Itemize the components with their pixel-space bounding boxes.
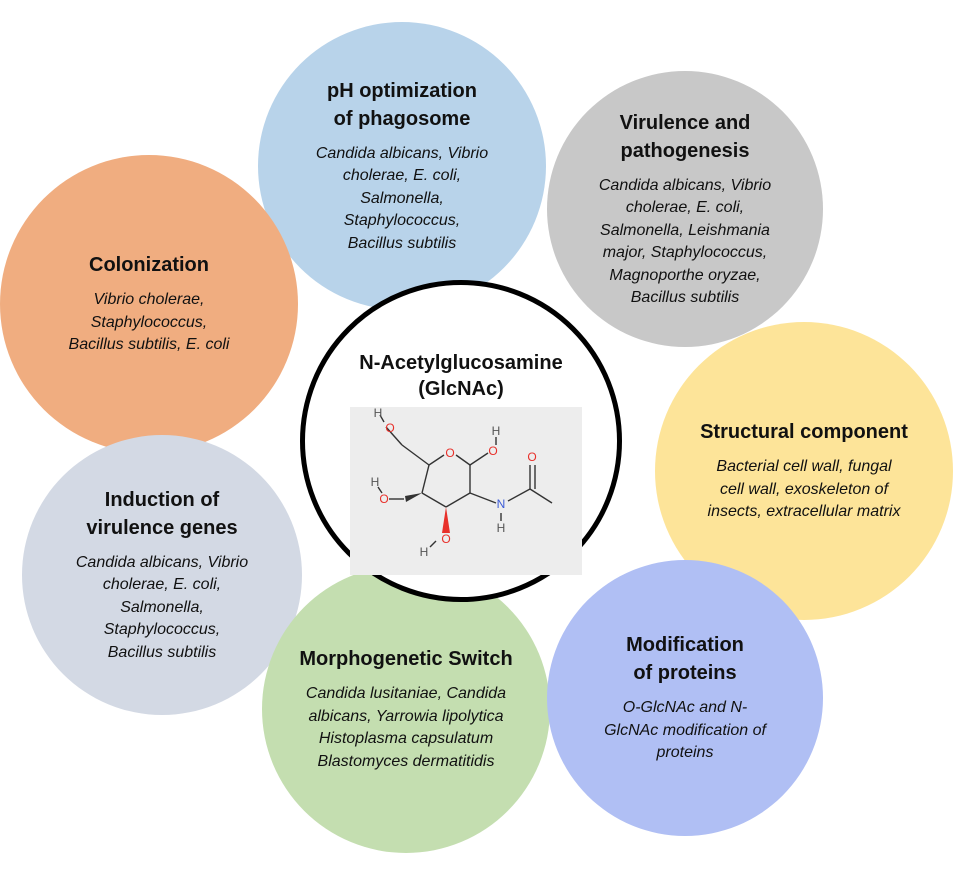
- atom-label-h: H: [497, 521, 506, 535]
- circle-modification-proteins: Modification of proteins O-GlcNAc and N-…: [547, 560, 823, 836]
- atom-label-o: O: [385, 421, 394, 435]
- circle-title: Structural component: [700, 421, 908, 444]
- atom-label-o: O: [441, 532, 450, 546]
- wedge-bond: [405, 493, 422, 502]
- wedge-bond: [442, 507, 450, 533]
- circle-body: Candida albicans, Vibrio cholerae, E. co…: [598, 176, 772, 307]
- glcnac-structure-image: O O H O H O H O H N H O: [350, 407, 582, 575]
- atom-label-h: H: [374, 407, 383, 420]
- circle-title: Colonization: [89, 254, 209, 277]
- atom-label-h: H: [420, 545, 429, 559]
- glcnac-molecule: O O H O H O H O H N H O: [371, 407, 553, 559]
- circle-morphogenetic-switch: Morphogenetic Switch Candida lusitaniae,…: [262, 565, 550, 853]
- circle-title: Morphogenetic Switch: [299, 648, 513, 670]
- circle-body: Vibrio cholerae, Staphylococcus, Bacillu…: [68, 291, 230, 354]
- circle-title: Modification of proteins: [626, 634, 744, 685]
- atom-label-o: O: [488, 444, 497, 458]
- circle-body: Candida lusitaniae, Candida albicans, Ya…: [305, 685, 507, 770]
- atom-label-o: O: [527, 450, 536, 464]
- atom-label-o: O: [379, 492, 388, 506]
- circle-title: pH optimization of phagosome: [327, 79, 477, 130]
- circle-colonization: Colonization Vibrio cholerae, Staphyloco…: [0, 155, 298, 453]
- circle-title: Induction of virulence genes: [86, 488, 238, 539]
- center-title: N-Acetylglucosamine (GlcNAc): [359, 352, 563, 400]
- circle-body: Candida albicans, Vibrio cholerae, E. co…: [315, 144, 489, 252]
- circle-virulence-pathogenesis: Virulence and pathogenesis Candida albic…: [547, 71, 823, 347]
- atom-label-n: N: [497, 497, 506, 511]
- atom-label-h: H: [492, 424, 501, 438]
- atom-label-h: H: [371, 475, 380, 489]
- center-circle-glcnac: N-Acetylglucosamine (GlcNAc): [300, 280, 622, 602]
- circle-body: O-GlcNAc and N- GlcNAc modification of p…: [604, 699, 766, 762]
- circle-ph-optimization: pH optimization of phagosome Candida alb…: [258, 22, 546, 310]
- atom-label-o: O: [445, 446, 454, 460]
- circle-body: Candida albicans, Vibrio cholerae, E. co…: [75, 553, 249, 661]
- circle-body: Bacterial cell wall, fungal cell wall, e…: [707, 458, 901, 521]
- circle-induction-virulence-genes: Induction of virulence genes Candida alb…: [22, 435, 302, 715]
- circle-title: Virulence and pathogenesis: [619, 111, 751, 162]
